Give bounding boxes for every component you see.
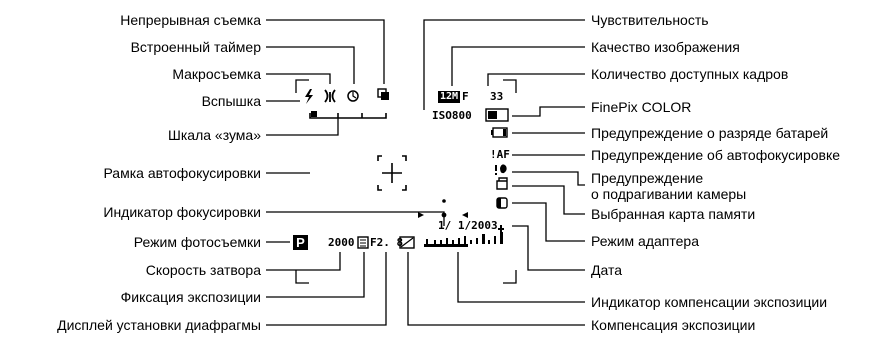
label-sensitivity: Чувствительность	[591, 12, 709, 28]
label-continuous: Непрерывная съемка	[120, 12, 261, 28]
label-aperture: Дисплей установки диафрагмы	[57, 317, 261, 333]
label-memory-card: Выбранная карта памяти	[591, 206, 756, 222]
label-selftimer: Встроенный таймер	[130, 39, 261, 55]
label-shooting-mode: Режим фотосъемки	[133, 234, 261, 250]
ev-scale	[424, 225, 504, 247]
label-af-warning: Предупреждение об автофокусировке	[591, 147, 841, 163]
label-focus-indicator: Индикатор фокусировки	[103, 204, 261, 220]
af-warning-text: !AF	[490, 148, 510, 161]
quality-badge: 12M	[438, 91, 461, 103]
label-af-frame: Рамка автофокусировки	[103, 165, 261, 181]
label-adapter-mode: Режим адаптера	[591, 233, 699, 249]
label-shutter-speed: Скорость затвора	[145, 262, 261, 278]
shooting-mode-badge: P	[293, 235, 308, 250]
label-finepix-color: FinePix COLOR	[591, 99, 692, 115]
label-battery-warning: Предупреждение о разряде батарей	[591, 125, 829, 141]
label-shake-warning: Предупреждение о подрагивании камеры	[591, 170, 747, 202]
label-flash: Вспышка	[201, 93, 261, 109]
label-frames: Количество доступных кадров	[591, 66, 789, 82]
quality-letter: F	[462, 90, 469, 103]
label-quality: Качество изображения	[591, 39, 740, 55]
shutter-value: 2000	[328, 236, 355, 249]
aperture-value: F2. 8	[370, 236, 404, 249]
date-value: 1/ 1/2003	[438, 219, 498, 232]
label-macro: Макросъемка	[172, 66, 261, 82]
iso-value: ISO800	[432, 109, 472, 122]
label-zoom: Шкала «зума»	[168, 127, 261, 143]
label-ev-indicator: Индикатор компенсации экспозиции	[591, 294, 828, 310]
frames-count: 33	[490, 90, 504, 103]
label-date: Дата	[591, 262, 623, 278]
label-ev-compensation: Компенсация экспозиции	[591, 317, 756, 333]
label-ae-lock: Фиксация экспозиции	[120, 289, 261, 305]
